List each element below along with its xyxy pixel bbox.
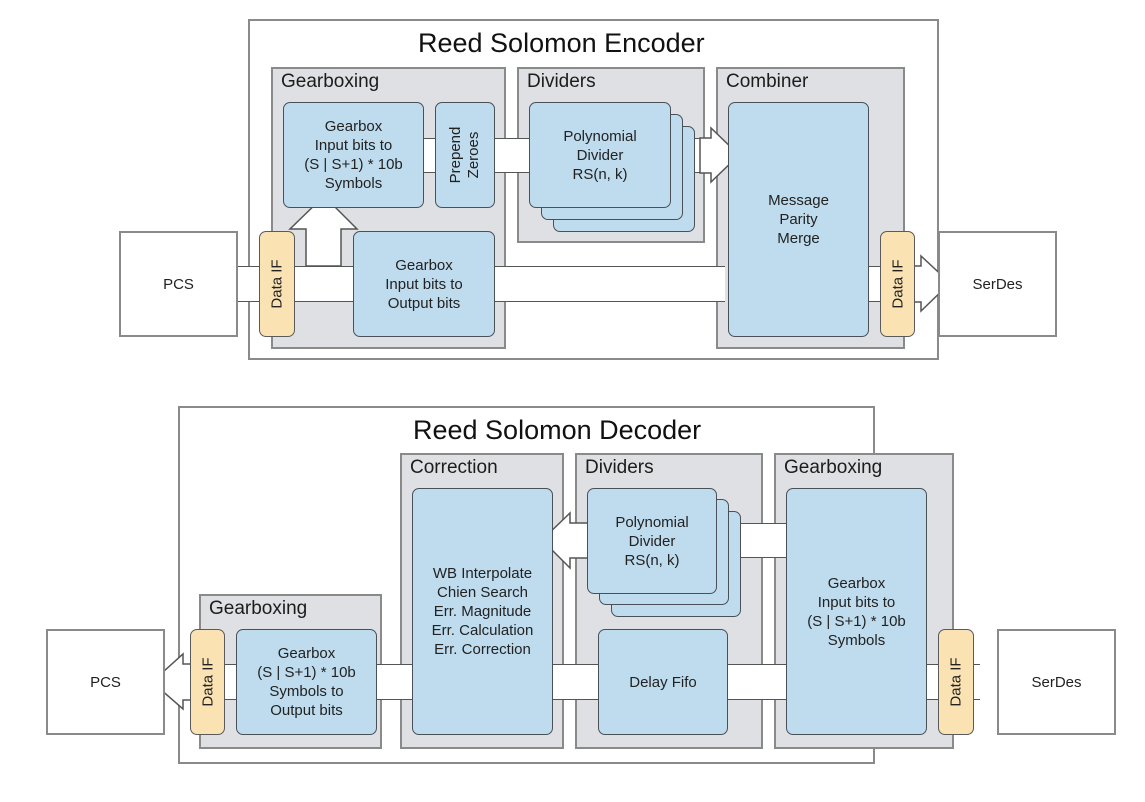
decoder-serdes-box: SerDes	[997, 629, 1116, 735]
encoder-gearbox-output-block: Gearbox Input bits to Output bits	[353, 231, 495, 337]
encoder-group-dividers-title: Dividers	[527, 71, 596, 92]
encoder-pcs-box: PCS	[119, 231, 238, 337]
decoder-title: Reed Solomon Decoder	[413, 415, 702, 445]
encoder-title: Reed Solomon Encoder	[418, 28, 705, 58]
decoder-arrow-to-pcs-icon	[150, 652, 192, 711]
decoder-polynomial-divider-block: Polynomial Divider RS(n, k)	[587, 488, 717, 594]
encoder-data-if-left-label: Data IF	[268, 259, 286, 309]
decoder-data-if-left: Data IF	[190, 629, 225, 735]
encoder-arrow-to-combiner-shape	[699, 126, 741, 184]
decoder-group-gearboxing-in-title: Gearboxing	[784, 457, 883, 478]
decoder-group-dividers-title: Dividers	[585, 457, 654, 478]
encoder-data-if-right-label: Data IF	[889, 259, 906, 309]
decoder-data-if-right: Data IF	[938, 629, 974, 735]
encoder-arrow-up-shape	[288, 194, 359, 267]
decoder-correction-block: WB Interpolate Chien Search Err. Magnitu…	[412, 488, 553, 735]
decoder-data-if-right-label: Data IF	[947, 657, 965, 707]
encoder-prepend-zeroes-block: Prepend Zeroes	[435, 102, 495, 208]
encoder-prepend-zeroes-label: Prepend Zeroes	[447, 126, 482, 184]
encoder-arrow-to-serdes-shape	[913, 254, 952, 313]
encoder-serdes-box: SerDes	[938, 231, 1057, 337]
encoder-arrow-to-serdes-icon	[913, 254, 952, 313]
decoder-group-correction-title: Correction	[410, 457, 498, 478]
encoder-bus-combiner-dataif	[866, 266, 882, 302]
encoder-polynomial-divider-block: Polynomial Divider RS(n, k)	[529, 102, 671, 208]
encoder-combiner-block: Message Parity Merge	[728, 102, 869, 337]
decoder-gearbox-symbols-block: Gearbox Input bits to (S | S+1) * 10b Sy…	[786, 488, 927, 735]
decoder-pcs-box: PCS	[46, 629, 165, 735]
decoder-arrow-to-pcs-shape	[150, 652, 192, 711]
decoder-delay-fifo-block: Delay Fifo	[598, 629, 728, 735]
decoder-group-gearboxing-out-title: Gearboxing	[209, 598, 308, 619]
encoder-arrow-to-combiner-icon	[699, 126, 741, 184]
encoder-data-if-left: Data IF	[259, 231, 295, 337]
encoder-group-combiner-title: Combiner	[726, 71, 809, 92]
encoder-arrow-up-icon	[288, 194, 359, 267]
encoder-group-gearboxing-title: Gearboxing	[281, 71, 380, 92]
decoder-gearbox-output-block: Gearbox (S | S+1) * 10b Symbols to Outpu…	[236, 629, 377, 735]
encoder-bus-prepend-divider	[494, 138, 534, 173]
decoder-data-if-left-label: Data IF	[199, 657, 216, 707]
encoder-data-if-right: Data IF	[880, 231, 915, 337]
encoder-gearbox-symbols-block: Gearbox Input bits to (S | S+1) * 10b Sy…	[283, 102, 424, 208]
